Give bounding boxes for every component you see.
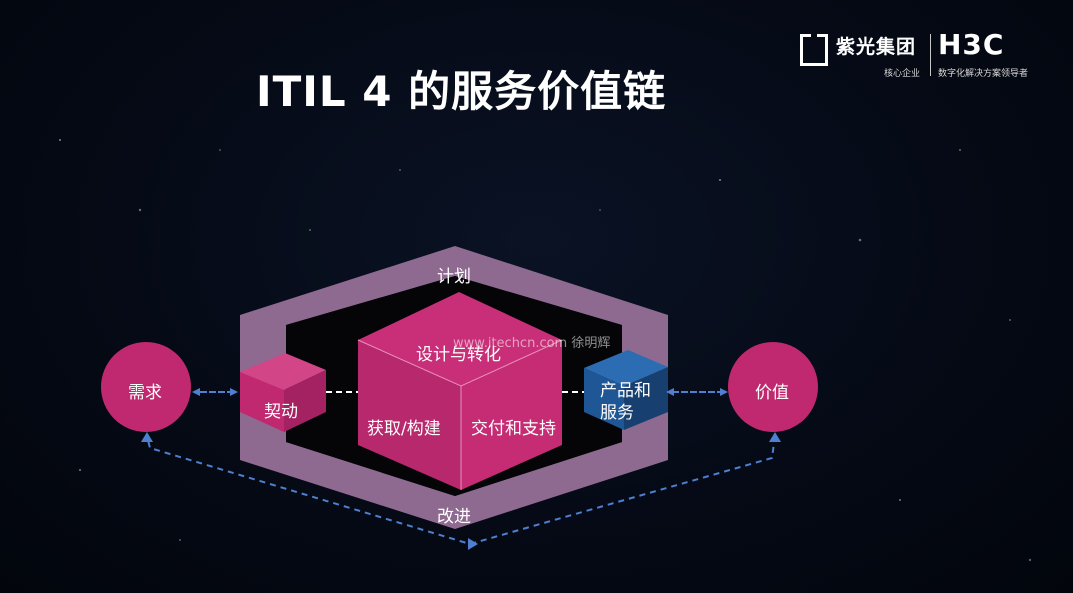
center-cube-right — [461, 340, 562, 490]
logo-group-name: 紫光集团 — [836, 36, 917, 58]
logo-brand: H3C — [938, 28, 1005, 61]
center-cube-left — [358, 340, 461, 490]
deliver-support-label: 交付和支持 — [471, 419, 556, 439]
engage-label: 契动 — [264, 402, 298, 422]
value-circle — [728, 342, 818, 432]
arrow-value-loop-back — [146, 435, 776, 546]
logo-brand-tagline: 数字化解决方案领导者 — [938, 69, 1029, 79]
products-cube-top — [584, 350, 668, 386]
page-title: ITIL 4 的服务价值链 — [256, 67, 667, 116]
demand-label: 需求 — [128, 383, 162, 403]
engage-cube-top — [240, 353, 326, 390]
value-label: 价值 — [755, 383, 789, 403]
logo-divider — [930, 34, 931, 76]
arrow-head-demand — [141, 432, 153, 442]
engage-cube-right — [284, 370, 326, 432]
obtain-build-label: 获取/构建 — [367, 419, 441, 439]
plan-label: 计划 — [437, 267, 471, 287]
products-cube-left — [584, 368, 624, 430]
demand-circle — [101, 342, 191, 432]
products-cube-right — [624, 367, 668, 430]
products-services-label: 产品和 服务 — [600, 381, 651, 423]
watermark-text: www.itechcn.com 徐明辉 — [453, 336, 611, 351]
engage-cube-left — [240, 372, 284, 432]
unisplendour-logo-icon — [800, 34, 828, 66]
arrow-head-value — [769, 432, 781, 442]
improve-label: 改进 — [437, 507, 471, 527]
arrow-head-bottom — [468, 538, 478, 550]
company-logo: 紫光集团 核心企业 H3C 数字化解决方案领导者 — [800, 28, 1040, 80]
design-transition-label: 设计与转化 — [416, 345, 501, 365]
logo-group-tagline: 核心企业 — [884, 69, 921, 79]
